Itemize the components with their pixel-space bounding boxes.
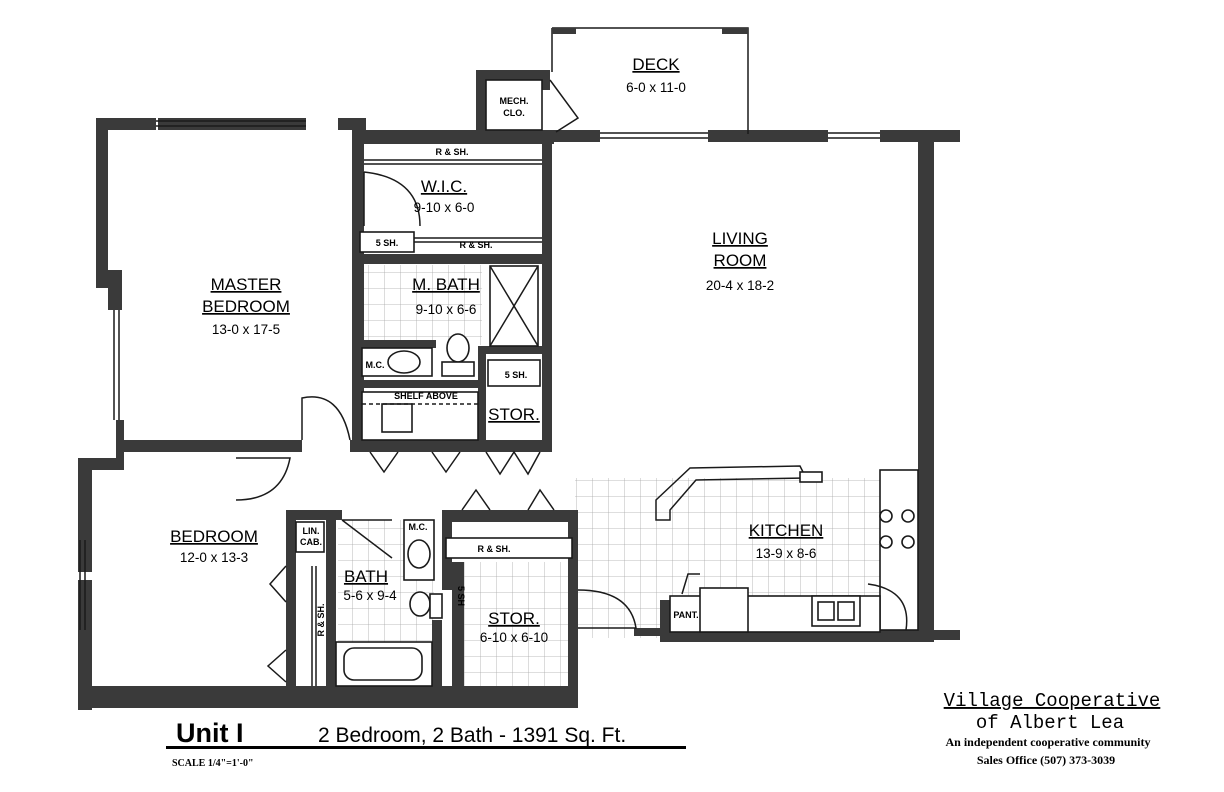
living-label-1: LIVING bbox=[712, 229, 768, 248]
wic-top-shelf-label: R & SH. bbox=[435, 147, 468, 157]
fixtures bbox=[79, 27, 919, 687]
kitchen-dims: 13-9 x 8-6 bbox=[756, 546, 817, 561]
brand-tagline: An independent cooperative community bbox=[946, 735, 1151, 749]
walls bbox=[78, 70, 960, 710]
mbath-label: M. BATH bbox=[412, 275, 480, 294]
plan-footer: Unit I 2 Bedroom, 2 Bath - 1391 Sq. Ft. … bbox=[166, 718, 686, 769]
master-label-2: BEDROOM bbox=[202, 297, 290, 316]
mc-bath-label: M.C. bbox=[409, 522, 428, 532]
bedroom-rsh-label: R & SH. bbox=[316, 603, 326, 636]
vertical-5sh-label: 5 SH bbox=[456, 586, 466, 606]
bath-dims: 5-6 x 9-4 bbox=[343, 588, 397, 603]
stor-lower-label: STOR. bbox=[488, 609, 540, 628]
brand-phone: Sales Office (507) 373-3039 bbox=[977, 753, 1115, 767]
deck-dims: 6-0 x 11-0 bbox=[626, 80, 686, 95]
brand-block: Village Cooperative of Albert Lea An ind… bbox=[944, 690, 1161, 767]
unit-summary: 2 Bedroom, 2 Bath - 1391 Sq. Ft. bbox=[318, 724, 626, 747]
unit-title: Unit I bbox=[176, 718, 244, 748]
kitchen-label: KITCHEN bbox=[749, 521, 824, 540]
mc-master-label: M.C. bbox=[366, 360, 385, 370]
deck-label: DECK bbox=[632, 55, 680, 74]
wic-dims: 9-10 x 6-0 bbox=[414, 200, 475, 215]
room-labels: DECK 6-0 x 11-0 MECH. CLO. R & SH. W.I.C… bbox=[170, 55, 823, 645]
mech-label-1: MECH. bbox=[500, 96, 529, 106]
master-dims: 13-0 x 17-5 bbox=[212, 322, 280, 337]
hall-rsh-label: R & SH. bbox=[477, 544, 510, 554]
pantry-label: PANT. bbox=[673, 610, 698, 620]
living-dims: 20-4 x 18-2 bbox=[706, 278, 774, 293]
stor-upper-label: STOR. bbox=[488, 405, 540, 424]
shelf-above-label: SHELF ABOVE bbox=[394, 391, 458, 401]
living-label-2: ROOM bbox=[714, 251, 767, 270]
mech-label-2: CLO. bbox=[503, 108, 525, 118]
wic-label: W.I.C. bbox=[421, 177, 467, 196]
mbath-dims: 9-10 x 6-6 bbox=[416, 302, 477, 317]
lin-label-1: LIN. bbox=[303, 526, 320, 536]
bedroom-label: BEDROOM bbox=[170, 527, 258, 546]
brand-location: of Albert Lea bbox=[976, 712, 1124, 734]
wic-rsh-label: R & SH. bbox=[459, 240, 492, 250]
master-label-1: MASTER bbox=[211, 275, 282, 294]
stor-5sh-label: 5 SH. bbox=[505, 370, 528, 380]
lin-label-2: CAB. bbox=[300, 537, 322, 547]
bedroom-dims: 12-0 x 13-3 bbox=[180, 550, 248, 565]
scale-note: SCALE 1/4"=1'-0" bbox=[172, 758, 254, 769]
brand-name: Village Cooperative bbox=[944, 690, 1161, 712]
bath-label: BATH bbox=[344, 567, 388, 586]
stor-lower-dims: 6-10 x 6-10 bbox=[480, 630, 548, 645]
wic-5sh-label: 5 SH. bbox=[376, 238, 399, 248]
